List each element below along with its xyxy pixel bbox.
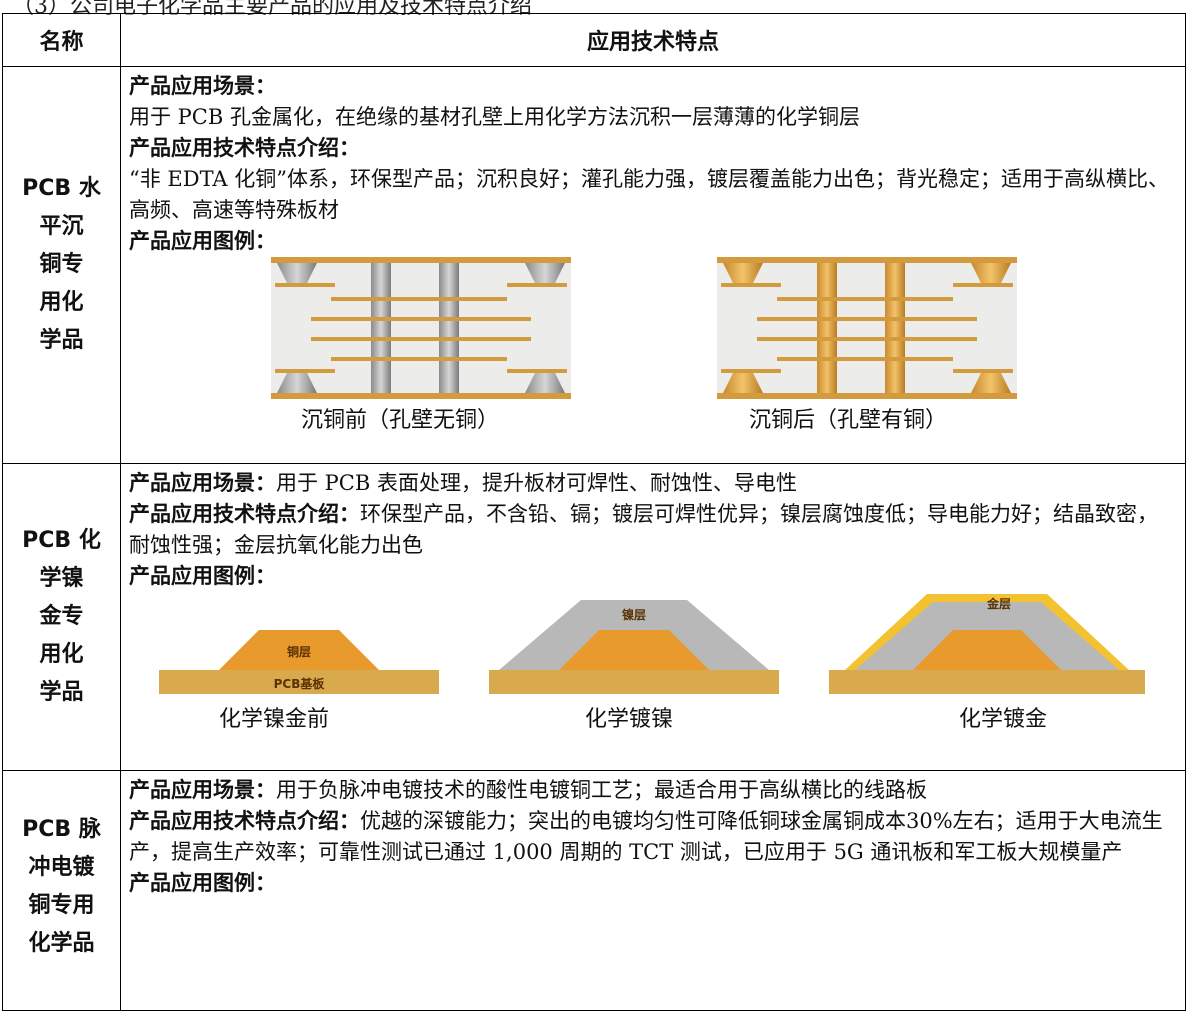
caption-before-plating: 化学镍金前 bbox=[219, 707, 330, 732]
tech-label: 产品应用技术特点介绍： bbox=[129, 809, 360, 833]
scene-label: 产品应用场景： bbox=[129, 778, 276, 802]
figure-label: 产品应用图例： bbox=[129, 229, 276, 253]
tech-text: 优越的深镀能力；突出的电镀均匀性可降低铜球金属铜成本30%左右；适用于大电流生产… bbox=[129, 809, 1163, 864]
product-table: 名称 应用技术特点 PCB 水 平沉 铜专 用化 学品 产品应用场景： 用于 P… bbox=[2, 13, 1186, 1011]
product-name: PCB 脉 冲电镀 铜专用 化学品 bbox=[2, 770, 121, 1011]
substrate-label: PCB基板 bbox=[274, 676, 326, 691]
after-deposition-diagram bbox=[717, 257, 1017, 399]
scene-text: 用于负脉冲电镀技术的酸性电镀铜工艺；最适合用于高纵横比的线路板 bbox=[276, 778, 927, 802]
copper-deposition-figure: 沉铜前（孔壁无铜） 沉铜后（孔壁有铜） bbox=[129, 257, 1185, 437]
copper-layer-label: 铜层 bbox=[287, 644, 311, 659]
scene-label: 产品应用场景： bbox=[129, 471, 276, 495]
caption-gold: 化学镀金 bbox=[959, 707, 1048, 732]
scene-text: 用于 PCB 表面处理，提升板材可焊性、耐蚀性、导电性 bbox=[276, 471, 797, 495]
header-features: 应用技术特点 bbox=[120, 13, 1186, 67]
scene-label: 产品应用场景： bbox=[129, 74, 276, 98]
table-row: PCB 水 平沉 铜专 用化 学品 产品应用场景： 用于 PCB 孔金属化，在绝… bbox=[2, 66, 1186, 464]
product-name: PCB 水 平沉 铜专 用化 学品 bbox=[2, 66, 121, 464]
product-details: 产品应用场景：用于负脉冲电镀技术的酸性电镀铜工艺；最适合用于高纵横比的线路板 产… bbox=[120, 770, 1186, 1011]
tech-label: 产品应用技术特点介绍： bbox=[129, 136, 360, 160]
tech-text: “非 EDTA 化铜”体系，环保型产品；沉积良好；灌孔能力强，镀层覆盖能力出色；… bbox=[129, 167, 1170, 222]
before-plating-diagram: 铜层 PCB基板 bbox=[159, 630, 439, 694]
figure-label: 产品应用图例： bbox=[129, 564, 276, 588]
product-name: PCB 化 学镍 金专 用化 学品 bbox=[2, 463, 121, 771]
table-row: PCB 化 学镍 金专 用化 学品 产品应用场景：用于 PCB 表面处理，提升板… bbox=[2, 463, 1186, 771]
nickel-plating-diagram: 镍层 bbox=[489, 600, 779, 694]
product-details: 产品应用场景： 用于 PCB 孔金属化，在绝缘的基材孔壁上用化学方法沉积一层薄薄… bbox=[120, 66, 1186, 464]
caption-before: 沉铜前（孔壁无铜） bbox=[301, 408, 500, 433]
tech-label: 产品应用技术特点介绍： bbox=[129, 502, 360, 526]
table-header-row: 名称 应用技术特点 bbox=[2, 13, 1186, 67]
table-row: PCB 脉 冲电镀 铜专用 化学品 产品应用场景：用于负脉冲电镀技术的酸性电镀铜… bbox=[2, 770, 1186, 1011]
product-details: 产品应用场景：用于 PCB 表面处理，提升板材可焊性、耐蚀性、导电性 产品应用技… bbox=[120, 463, 1186, 771]
caption-nickel: 化学镀镍 bbox=[585, 707, 674, 732]
figure-label: 产品应用图例： bbox=[129, 871, 276, 895]
caption-after: 沉铜后（孔壁有铜） bbox=[749, 408, 948, 433]
gold-plating-diagram: 金层 bbox=[829, 594, 1145, 694]
before-deposition-diagram bbox=[271, 257, 571, 399]
nickel-layer-label: 镍层 bbox=[622, 607, 646, 622]
gold-layer-label: 金层 bbox=[986, 596, 1011, 611]
tech-text: 环保型产品，不含铅、镉；镀层可焊性优异；镍层腐蚀度低；导电能力好；结晶致密，耐蚀… bbox=[129, 502, 1158, 557]
nickel-gold-figure: 铜层 PCB基板 镍层 金层 化学镍金前 化学镀镍 bbox=[129, 592, 1185, 742]
scene-text: 用于 PCB 孔金属化，在绝缘的基材孔壁上用化学方法沉积一层薄薄的化学铜层 bbox=[129, 105, 860, 129]
header-name: 名称 bbox=[2, 13, 121, 67]
